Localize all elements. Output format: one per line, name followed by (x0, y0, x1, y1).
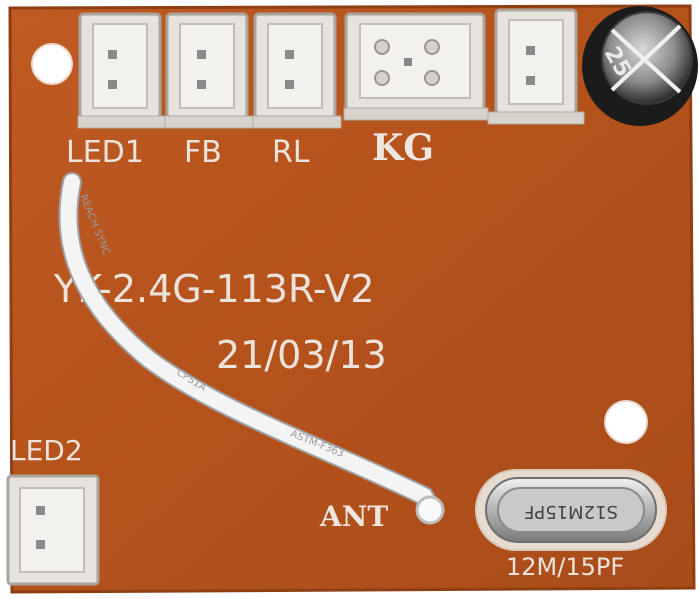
connector-right (487, 8, 585, 125)
mounting-hole-top-left (31, 43, 73, 85)
connector-rl (252, 12, 342, 129)
pcb-board (8, 4, 696, 594)
label-crystal: 12M/15PF (506, 553, 624, 581)
label-ant: ANT (319, 500, 388, 533)
label-fb: FB (184, 135, 222, 170)
label-led1: LED1 (66, 135, 144, 170)
label-led2: LED2 (10, 434, 83, 467)
board-date: 21/03/13 (216, 333, 387, 377)
connector-led2 (6, 474, 100, 586)
label-kg: KG (372, 127, 434, 169)
mounting-hole-right (604, 400, 648, 444)
antenna-wire (58, 172, 445, 525)
connector-led1 (77, 12, 167, 129)
label-rl: RL (272, 135, 310, 170)
connector-kg (343, 12, 489, 121)
connector-fb (164, 12, 254, 129)
capacitor: 25 (582, 6, 698, 126)
crystal-oscillator: S12M15PF (475, 469, 667, 551)
crystal-marking: S12M15PF (524, 501, 618, 522)
